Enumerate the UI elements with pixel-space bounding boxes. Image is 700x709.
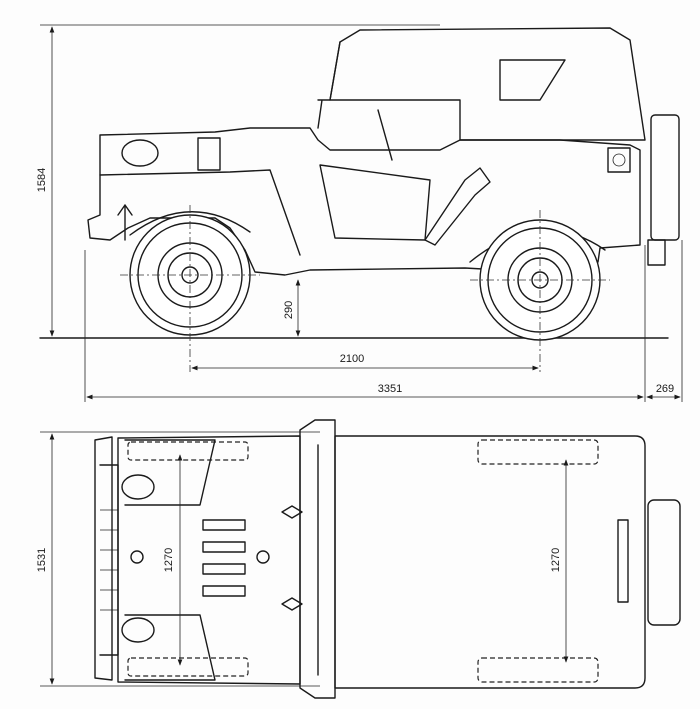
rear-side-window <box>499 59 566 101</box>
door-outline <box>319 164 431 241</box>
hood-latch-right <box>256 550 270 564</box>
front-left-wheel-hidden <box>127 441 249 461</box>
spare-wheel-top <box>647 499 681 626</box>
steering-wheel <box>377 109 393 161</box>
height-label: 1584 <box>36 168 48 192</box>
front-bumper <box>94 436 113 681</box>
windshield <box>299 419 336 699</box>
rear-window <box>617 519 629 603</box>
length-label: 3351 <box>378 383 402 395</box>
spare-wheel <box>650 114 680 241</box>
left-headlight <box>121 474 155 500</box>
rear-left-wheel-hidden <box>477 439 599 465</box>
shovel <box>424 167 491 246</box>
right-headlight <box>121 617 155 643</box>
rear-track-label: 1270 <box>550 548 562 572</box>
hood-left-panel <box>124 439 216 506</box>
front-right-wheel-hidden <box>127 657 249 677</box>
rear-right-wheel-hidden <box>477 657 599 683</box>
wheelbase-label: 2100 <box>340 353 364 365</box>
width-label: 1531 <box>36 548 48 572</box>
grille <box>99 464 119 656</box>
hood-hinge-bottom <box>281 597 303 611</box>
tail-light <box>607 147 631 173</box>
tail-light-lens <box>612 153 626 167</box>
canvas-roof <box>329 27 646 141</box>
grille-slats <box>100 509 118 611</box>
hood-outline <box>117 435 301 685</box>
canvas-top-outline <box>334 435 646 689</box>
top-view: 1531 1270 <box>36 419 681 699</box>
side-view: 1584 290 2100 3351 269 <box>36 24 683 402</box>
hood-right-panel <box>124 614 216 681</box>
tow-hook <box>117 204 133 241</box>
windshield-frame <box>317 41 341 129</box>
rear-bumper <box>647 239 666 266</box>
hood-hinge-top <box>281 505 303 519</box>
hood-line <box>99 169 301 256</box>
clearance-label: 290 <box>283 301 295 319</box>
side-panel <box>197 137 221 171</box>
front-track-label: 1270 <box>163 548 175 572</box>
hood-latch-left <box>130 550 144 564</box>
spare-overhang-label: 269 <box>656 383 674 395</box>
headlight <box>121 139 159 167</box>
hood-vents <box>202 519 246 597</box>
